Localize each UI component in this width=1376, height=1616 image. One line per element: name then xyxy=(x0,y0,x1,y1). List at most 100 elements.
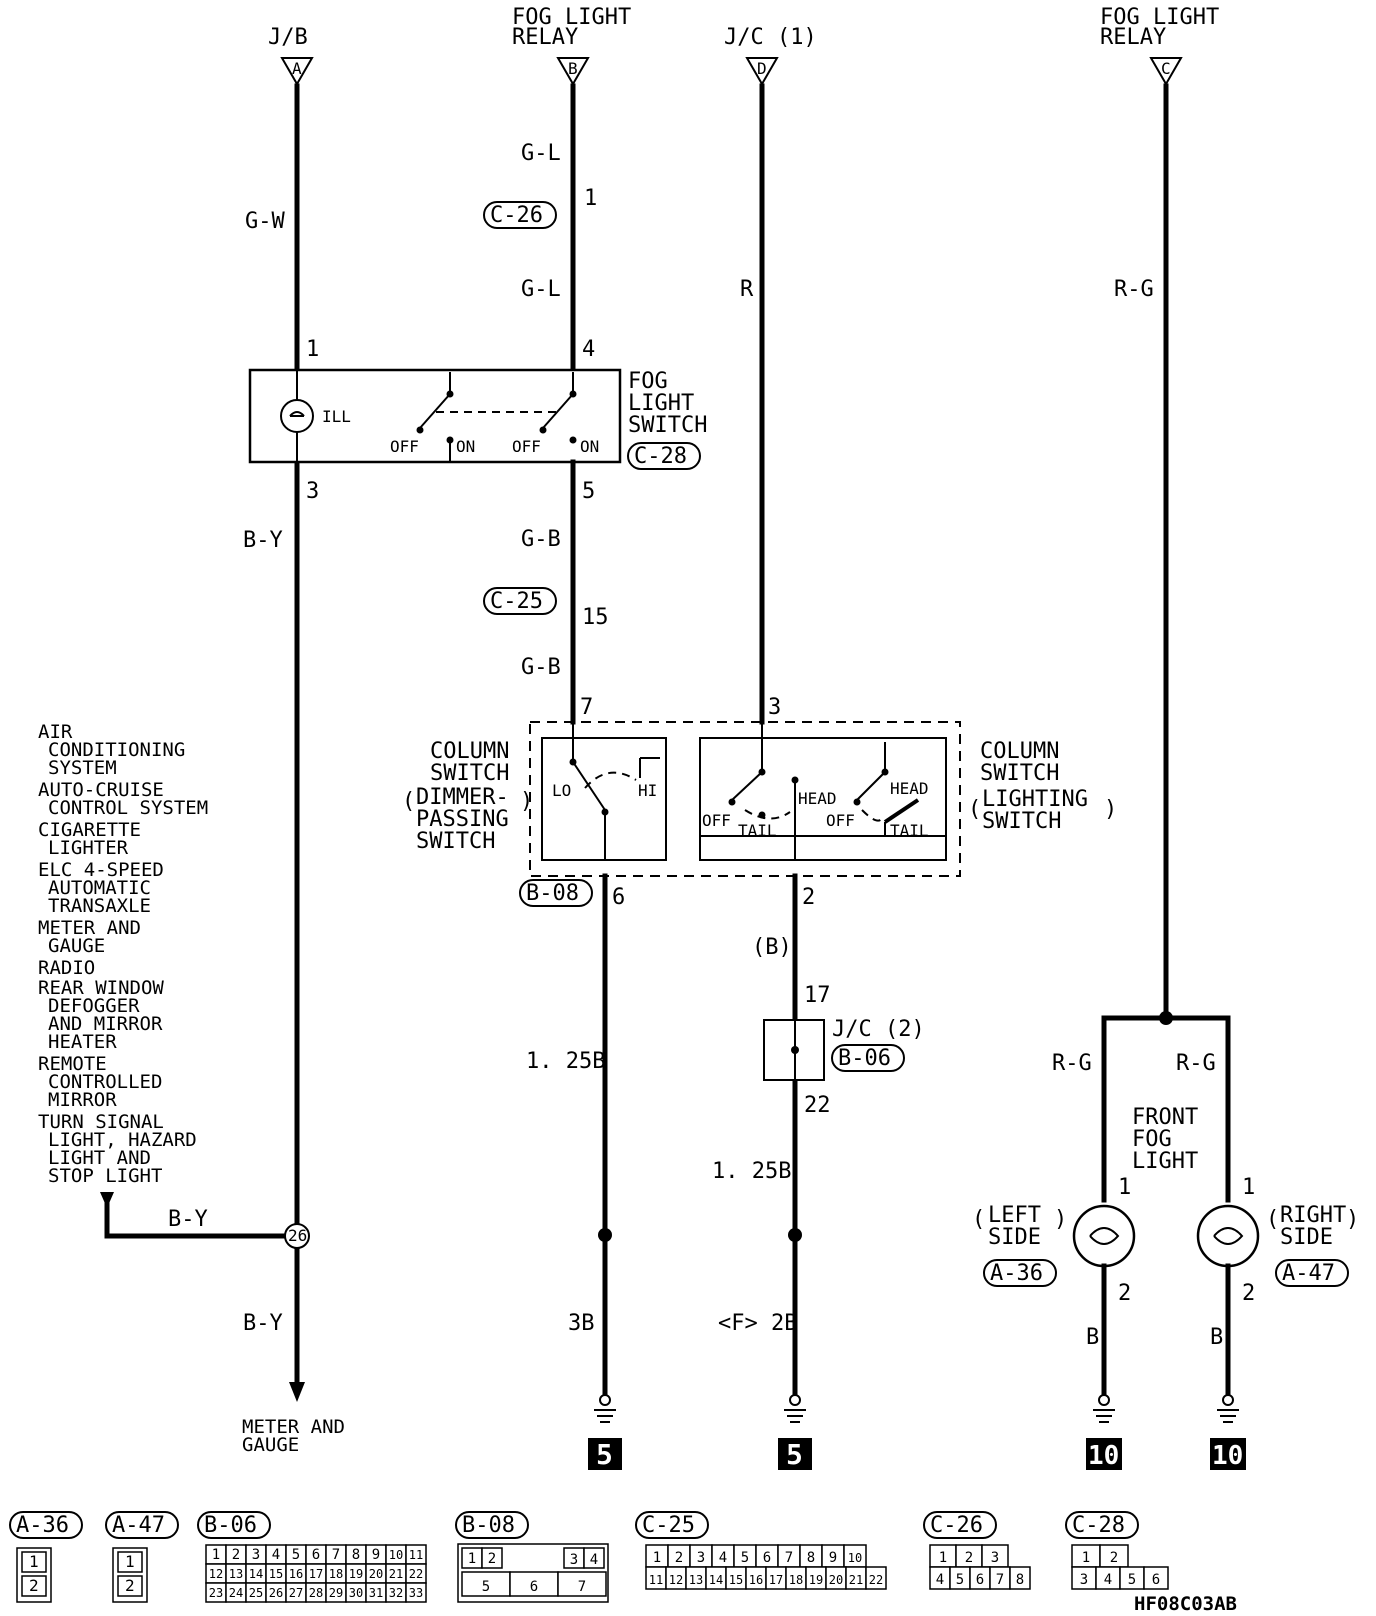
fog-relay-b-label-2: RELAY xyxy=(512,25,578,50)
pin-17: 17 xyxy=(804,983,831,1008)
sys-9-d: STOP LIGHT xyxy=(48,1165,162,1187)
connector-pin-number: 1 xyxy=(1082,1550,1090,1566)
jc1-label: J/C (1) xyxy=(724,25,817,50)
jb-pin: A xyxy=(292,59,302,78)
sys-8-c: MIRROR xyxy=(48,1089,117,1111)
connector-pin-number: 5 xyxy=(956,1572,964,1588)
connector-pin-number: 27 xyxy=(289,1586,303,1600)
connector-pin-number: 21 xyxy=(849,1573,863,1587)
face-c25-id: C-25 xyxy=(642,1513,695,1538)
face-a36-pin-1: 1 xyxy=(29,1552,39,1571)
wire-by-branch: B-Y xyxy=(168,1207,208,1232)
connector-pin-number: 18 xyxy=(789,1573,803,1587)
lighting-label-1: COLUMN xyxy=(980,739,1059,764)
fog-relay-c-label-2: RELAY xyxy=(1100,25,1166,50)
wire-f2b: <F> 2B xyxy=(718,1311,797,1336)
lighting-label-3: LIGHTING xyxy=(982,787,1088,812)
connector-pin-number: 3 xyxy=(697,1550,705,1566)
connector-cavity xyxy=(865,1566,887,1590)
pin-fl-right-1: 1 xyxy=(1242,1175,1255,1200)
lighting-label-4: SWITCH xyxy=(982,809,1061,834)
connector-cavity xyxy=(1143,1566,1169,1590)
connector-pin-number: 12 xyxy=(209,1567,223,1581)
connector-pin-number: 32 xyxy=(389,1586,403,1600)
wire-r: R xyxy=(740,277,754,302)
face-b06-id: B-06 xyxy=(204,1513,257,1538)
connector-pin-number: 1 xyxy=(653,1550,661,1566)
circuit-jb: G-W 1 3 B-Y B-Y 26 B-Y METER AND GAUGE xyxy=(100,83,345,1456)
connector-pin-number: 25 xyxy=(249,1586,263,1600)
ground-4-label: 10 xyxy=(1212,1441,1243,1471)
connector-pin-number: 10 xyxy=(389,1548,403,1562)
ground-3: 10 xyxy=(1086,1394,1122,1471)
pin-1-c26: 1 xyxy=(584,186,597,211)
connector-pin-number: 10 xyxy=(848,1551,862,1565)
connector-pin-number: 22 xyxy=(869,1573,883,1587)
connector-c28-label: C-28 xyxy=(634,444,687,469)
sys-4-b: AUTOMATIC xyxy=(48,877,151,899)
wire-gb-a: G-B xyxy=(521,527,561,552)
dimmer-label-3: DIMMER- xyxy=(416,785,509,810)
fog-relay-b-pin: B xyxy=(568,59,578,78)
jb-label: J/B xyxy=(268,25,308,50)
sys-2-a: AUTO-CRUISE xyxy=(38,779,164,801)
connector-pin-number: 14 xyxy=(249,1567,263,1581)
wire-b-left: B xyxy=(1086,1325,1099,1350)
wire-by-a: B-Y xyxy=(243,528,283,553)
system-list: AIR CONDITIONING SYSTEM AUTO-CRUISE CONT… xyxy=(38,721,208,1187)
fog-light-switch: ILL OFF ON OFF ON FOG LIGHT SWITCH C-28 xyxy=(248,368,707,470)
connector-pin-number: 6 xyxy=(976,1572,984,1588)
connector-pin-number: 20 xyxy=(369,1567,383,1581)
wire-rg-top: R-G xyxy=(1114,277,1154,302)
connector-cavity xyxy=(461,1571,511,1597)
connector-pin-number: 18 xyxy=(329,1567,343,1581)
connector-pin-number: 4 xyxy=(719,1550,727,1566)
meter-label-2: GAUGE xyxy=(242,1434,299,1456)
connector-cavity xyxy=(583,1547,605,1569)
face-c28-id: C-28 xyxy=(1072,1513,1125,1538)
sys-4-c: TRANSAXLE xyxy=(48,895,151,917)
sys-5-b: GAUGE xyxy=(48,935,105,957)
fog-switch-label-3: SWITCH xyxy=(628,413,707,438)
dimmer-label-1: COLUMN xyxy=(430,739,509,764)
connector-cavity xyxy=(557,1571,607,1597)
svg-text:(: ( xyxy=(402,789,415,814)
connector-pin-number: 12 xyxy=(669,1573,683,1587)
connector-pin-number: 20 xyxy=(829,1573,843,1587)
connector-a36-label: A-36 xyxy=(990,1261,1043,1286)
jc2-label: J/C (2) xyxy=(832,1017,925,1042)
wire-125b-a: 1. 25B xyxy=(526,1049,605,1074)
connector-pin-number: 31 xyxy=(369,1586,383,1600)
wire-gb-b: G-B xyxy=(521,655,561,680)
connector-pin-number: 19 xyxy=(349,1567,363,1581)
dimmer-label-2: SWITCH xyxy=(430,761,509,786)
connector-pin-number: 22 xyxy=(409,1567,423,1581)
ground-1-label: 5 xyxy=(596,1438,613,1471)
ground-4: 10 xyxy=(1210,1394,1246,1471)
connector-pin-number: 5 xyxy=(1128,1572,1136,1588)
connector-pin-number: 30 xyxy=(349,1586,363,1600)
sys-7-c: AND MIRROR xyxy=(48,1013,163,1035)
sys-3-b: LIGHTER xyxy=(48,837,129,859)
connector-pin-number: 21 xyxy=(389,1567,403,1581)
connector-cavity xyxy=(1009,1566,1031,1590)
connector-pin-number: 1 xyxy=(939,1550,947,1566)
connector-jb-a: J/B A xyxy=(268,25,314,87)
pin-fl-right-2: 2 xyxy=(1242,1281,1255,1306)
circuit-front-fog-lights: R-G R-G R-G FRONT FOG LIGHT 1 1 ( LEFT S… xyxy=(972,83,1359,1401)
lighting-off-2: OFF xyxy=(826,811,855,830)
connector-pin-number: 1 xyxy=(212,1547,220,1563)
wire-3b: 3B xyxy=(568,1311,595,1336)
sys-6-a: RADIO xyxy=(38,957,95,979)
connector-pin-number: 8 xyxy=(1016,1572,1024,1588)
fog-switch-on-1: ON xyxy=(456,437,475,456)
connector-pin-number: 16 xyxy=(749,1573,763,1587)
connector-pin-number: 13 xyxy=(689,1573,703,1587)
connector-b08-label: B-08 xyxy=(526,881,579,906)
fog-relay-c-label-1: FOG LIGHT xyxy=(1100,5,1219,30)
pin-1-jb: 1 xyxy=(306,337,319,362)
pin-fl-left-1: 1 xyxy=(1118,1175,1131,1200)
svg-text:): ) xyxy=(1346,1207,1359,1232)
sys-4-a: ELC 4-SPEED xyxy=(38,859,164,881)
